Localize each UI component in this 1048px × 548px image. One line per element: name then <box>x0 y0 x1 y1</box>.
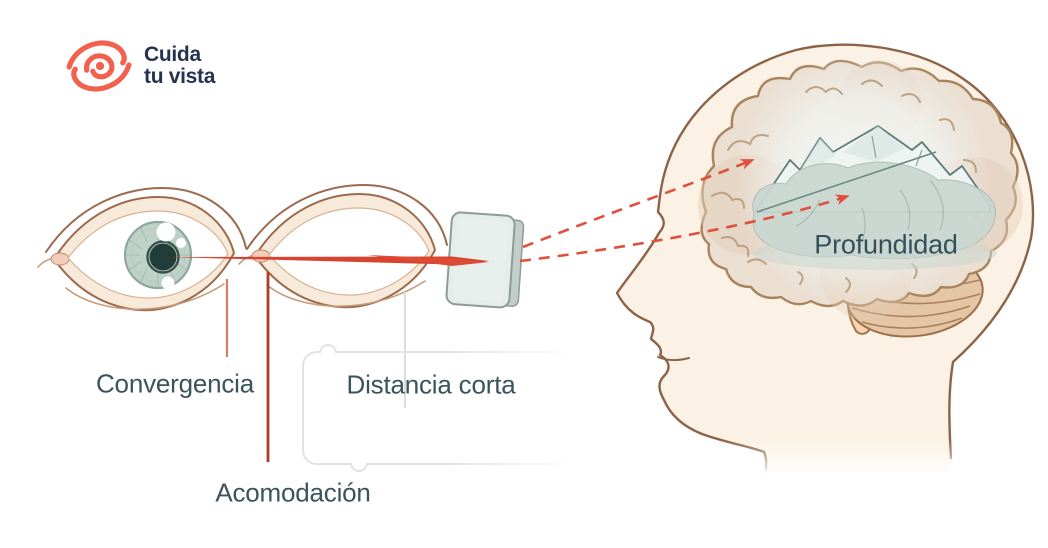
label-acomodacion: Acomodación <box>215 477 371 508</box>
screen-panel <box>445 211 525 309</box>
brand-wordmark: Cuida tu vista <box>144 42 216 88</box>
mouth-line <box>657 356 690 362</box>
distancia-callout <box>302 344 574 472</box>
depth-arrow-lower <box>519 194 850 263</box>
eye-spiral-icon <box>66 40 132 92</box>
mountains-image <box>752 125 997 270</box>
left-pupil <box>149 243 177 271</box>
label-distancia-corta: Distancia corta <box>346 369 516 400</box>
label-profundidad: Profundidad <box>814 229 958 260</box>
brand-name-line1: Cuida <box>144 42 201 66</box>
brand-logo: Cuida tu vista <box>66 36 215 96</box>
depth-arrow-upper <box>522 159 755 249</box>
right-eye <box>238 184 448 309</box>
gaze-beam-right <box>367 255 489 266</box>
lower-eyelid-crease <box>65 283 225 311</box>
tear-duct <box>50 252 70 266</box>
depth-arrows <box>519 159 850 263</box>
left-iris <box>123 220 193 290</box>
label-convergencia: Convergencia <box>95 368 255 399</box>
neck-fade <box>598 438 962 478</box>
brand-name-line2: tu vista <box>144 65 216 88</box>
upper-eyelid-crease <box>45 186 247 253</box>
